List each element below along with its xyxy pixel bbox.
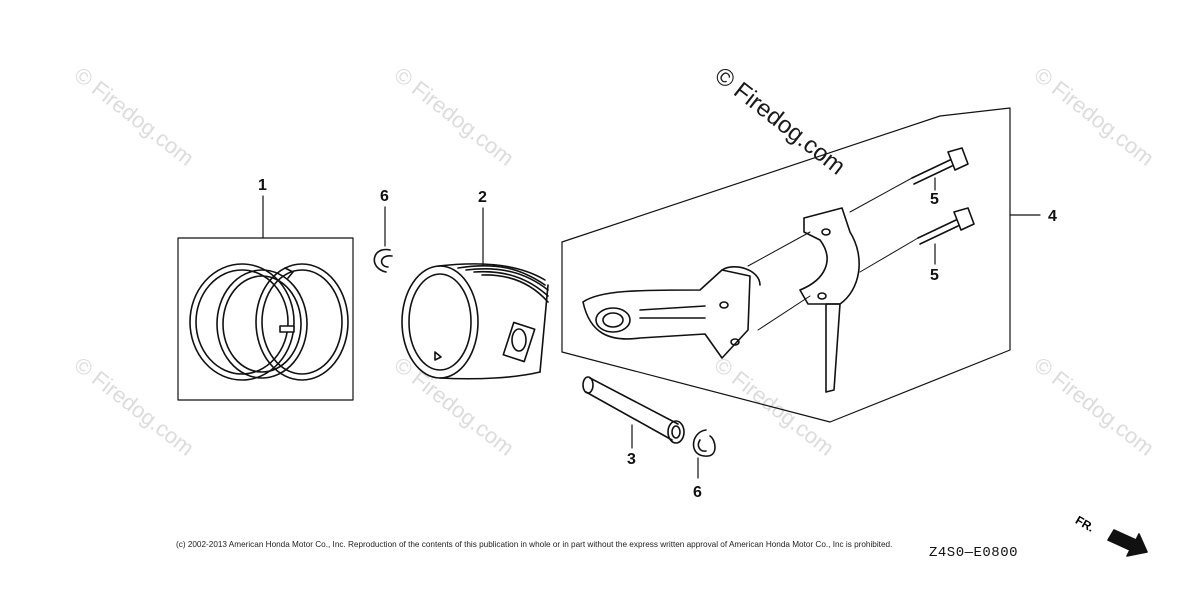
piston-pin-clip-lower bbox=[692, 429, 716, 479]
callout-part-5-upper: 5 bbox=[930, 191, 939, 208]
callout-part-1: 1 bbox=[258, 177, 267, 194]
front-direction-arrow bbox=[1107, 529, 1148, 557]
piston-pin bbox=[582, 376, 685, 449]
connecting-rod-assembly bbox=[561, 107, 1041, 423]
callout-part-5-lower: 5 bbox=[930, 267, 939, 284]
callout-part-2: 2 bbox=[478, 189, 487, 206]
piston-ring-set bbox=[177, 195, 354, 401]
copyright-notice: (c) 2002-2013 American Honda Motor Co., … bbox=[176, 540, 893, 549]
connecting-rod-bolt-lower bbox=[917, 207, 975, 265]
diagram-code: Z4S0—E0800 bbox=[929, 545, 1019, 561]
connecting-rod-bolt-upper bbox=[911, 147, 969, 191]
callout-part-4: 4 bbox=[1048, 208, 1057, 225]
piston bbox=[401, 207, 549, 380]
callout-part-6-lower: 6 bbox=[693, 484, 702, 501]
piston-pin-clip-upper bbox=[373, 206, 393, 273]
callout-part-3: 3 bbox=[627, 451, 636, 468]
callout-part-6-upper: 6 bbox=[380, 188, 389, 205]
